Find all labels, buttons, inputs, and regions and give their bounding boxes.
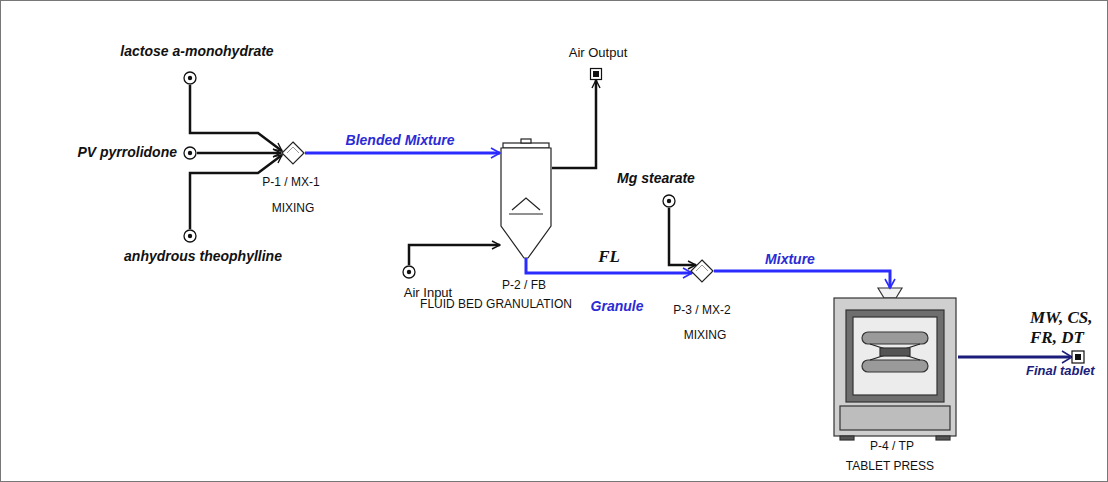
product-sink-core	[1075, 354, 1081, 360]
feed-line	[669, 208, 696, 265]
feed-stream: anhydrous theophylline	[183, 229, 197, 243]
unit-label: Mg stearate	[617, 170, 695, 186]
unit-label: P-3 / MX-2	[673, 304, 730, 318]
unit-label: lactose a-monohydrate	[120, 43, 273, 59]
unit-caption: FLUID BED GRANULATION	[420, 298, 572, 312]
feed-stream: Air Input	[402, 265, 416, 279]
output-stream: Air Output	[590, 68, 602, 80]
unit-label: PV pyrrolidone	[77, 144, 177, 160]
process-stream	[305, 152, 500, 155]
arrow-head	[1062, 351, 1072, 363]
fluid-bed-unit: P-2 / FBFLUID BED GRANULATION	[500, 138, 552, 260]
tablet-press	[834, 288, 956, 440]
unit-label: Air Output	[569, 46, 628, 61]
feed-symbol	[183, 71, 197, 85]
feed-line	[552, 80, 596, 168]
feed-symbol	[183, 146, 197, 160]
feed-stream: PV pyrrolidone	[183, 146, 197, 160]
feed-symbol	[183, 229, 197, 243]
unit-label: P-4 / TP	[870, 440, 914, 454]
feed-stream: lactose a-monohydrate	[183, 71, 197, 85]
unit-caption: TABLET PRESS	[846, 460, 934, 474]
unit-caption: MIXING	[272, 202, 315, 216]
stream-label: Granule	[591, 298, 644, 314]
product-sink	[1072, 351, 1084, 363]
feed-symbol	[662, 194, 676, 208]
unit-label: P-2 / FB	[502, 279, 546, 293]
product-stream	[958, 356, 1070, 359]
stream-label: Blended Mixture	[346, 132, 455, 148]
stream-name: Final tablet	[1026, 364, 1095, 379]
unit-label: P-1 / MX-1	[262, 176, 319, 190]
feed-stream: Mg stearate	[662, 194, 676, 208]
stream-label: Mixture	[765, 251, 815, 267]
unit-label: anhydrous theophylline	[124, 248, 282, 264]
quality-attributes: MW, CS, FR, DT	[1030, 308, 1102, 347]
mixer-unit: P-3 / MX-2MIXING	[690, 259, 714, 283]
tablet-press-unit: P-4 / TPTABLET PRESS	[832, 288, 958, 440]
sink-symbol	[590, 68, 602, 80]
unit-caption: MIXING	[684, 329, 727, 343]
feed-line	[190, 155, 282, 229]
mix-symbol	[281, 141, 305, 165]
fluid-bed-vessel	[501, 139, 551, 258]
feed-line	[409, 245, 500, 265]
mixer-unit: P-1 / MX-1MIXING	[281, 141, 305, 165]
feed-symbol	[402, 265, 416, 279]
feed-line	[197, 152, 281, 155]
process-stream	[714, 271, 890, 288]
flow-label: FL	[598, 247, 620, 267]
feed-line	[190, 85, 282, 151]
mix-symbol	[690, 259, 714, 283]
